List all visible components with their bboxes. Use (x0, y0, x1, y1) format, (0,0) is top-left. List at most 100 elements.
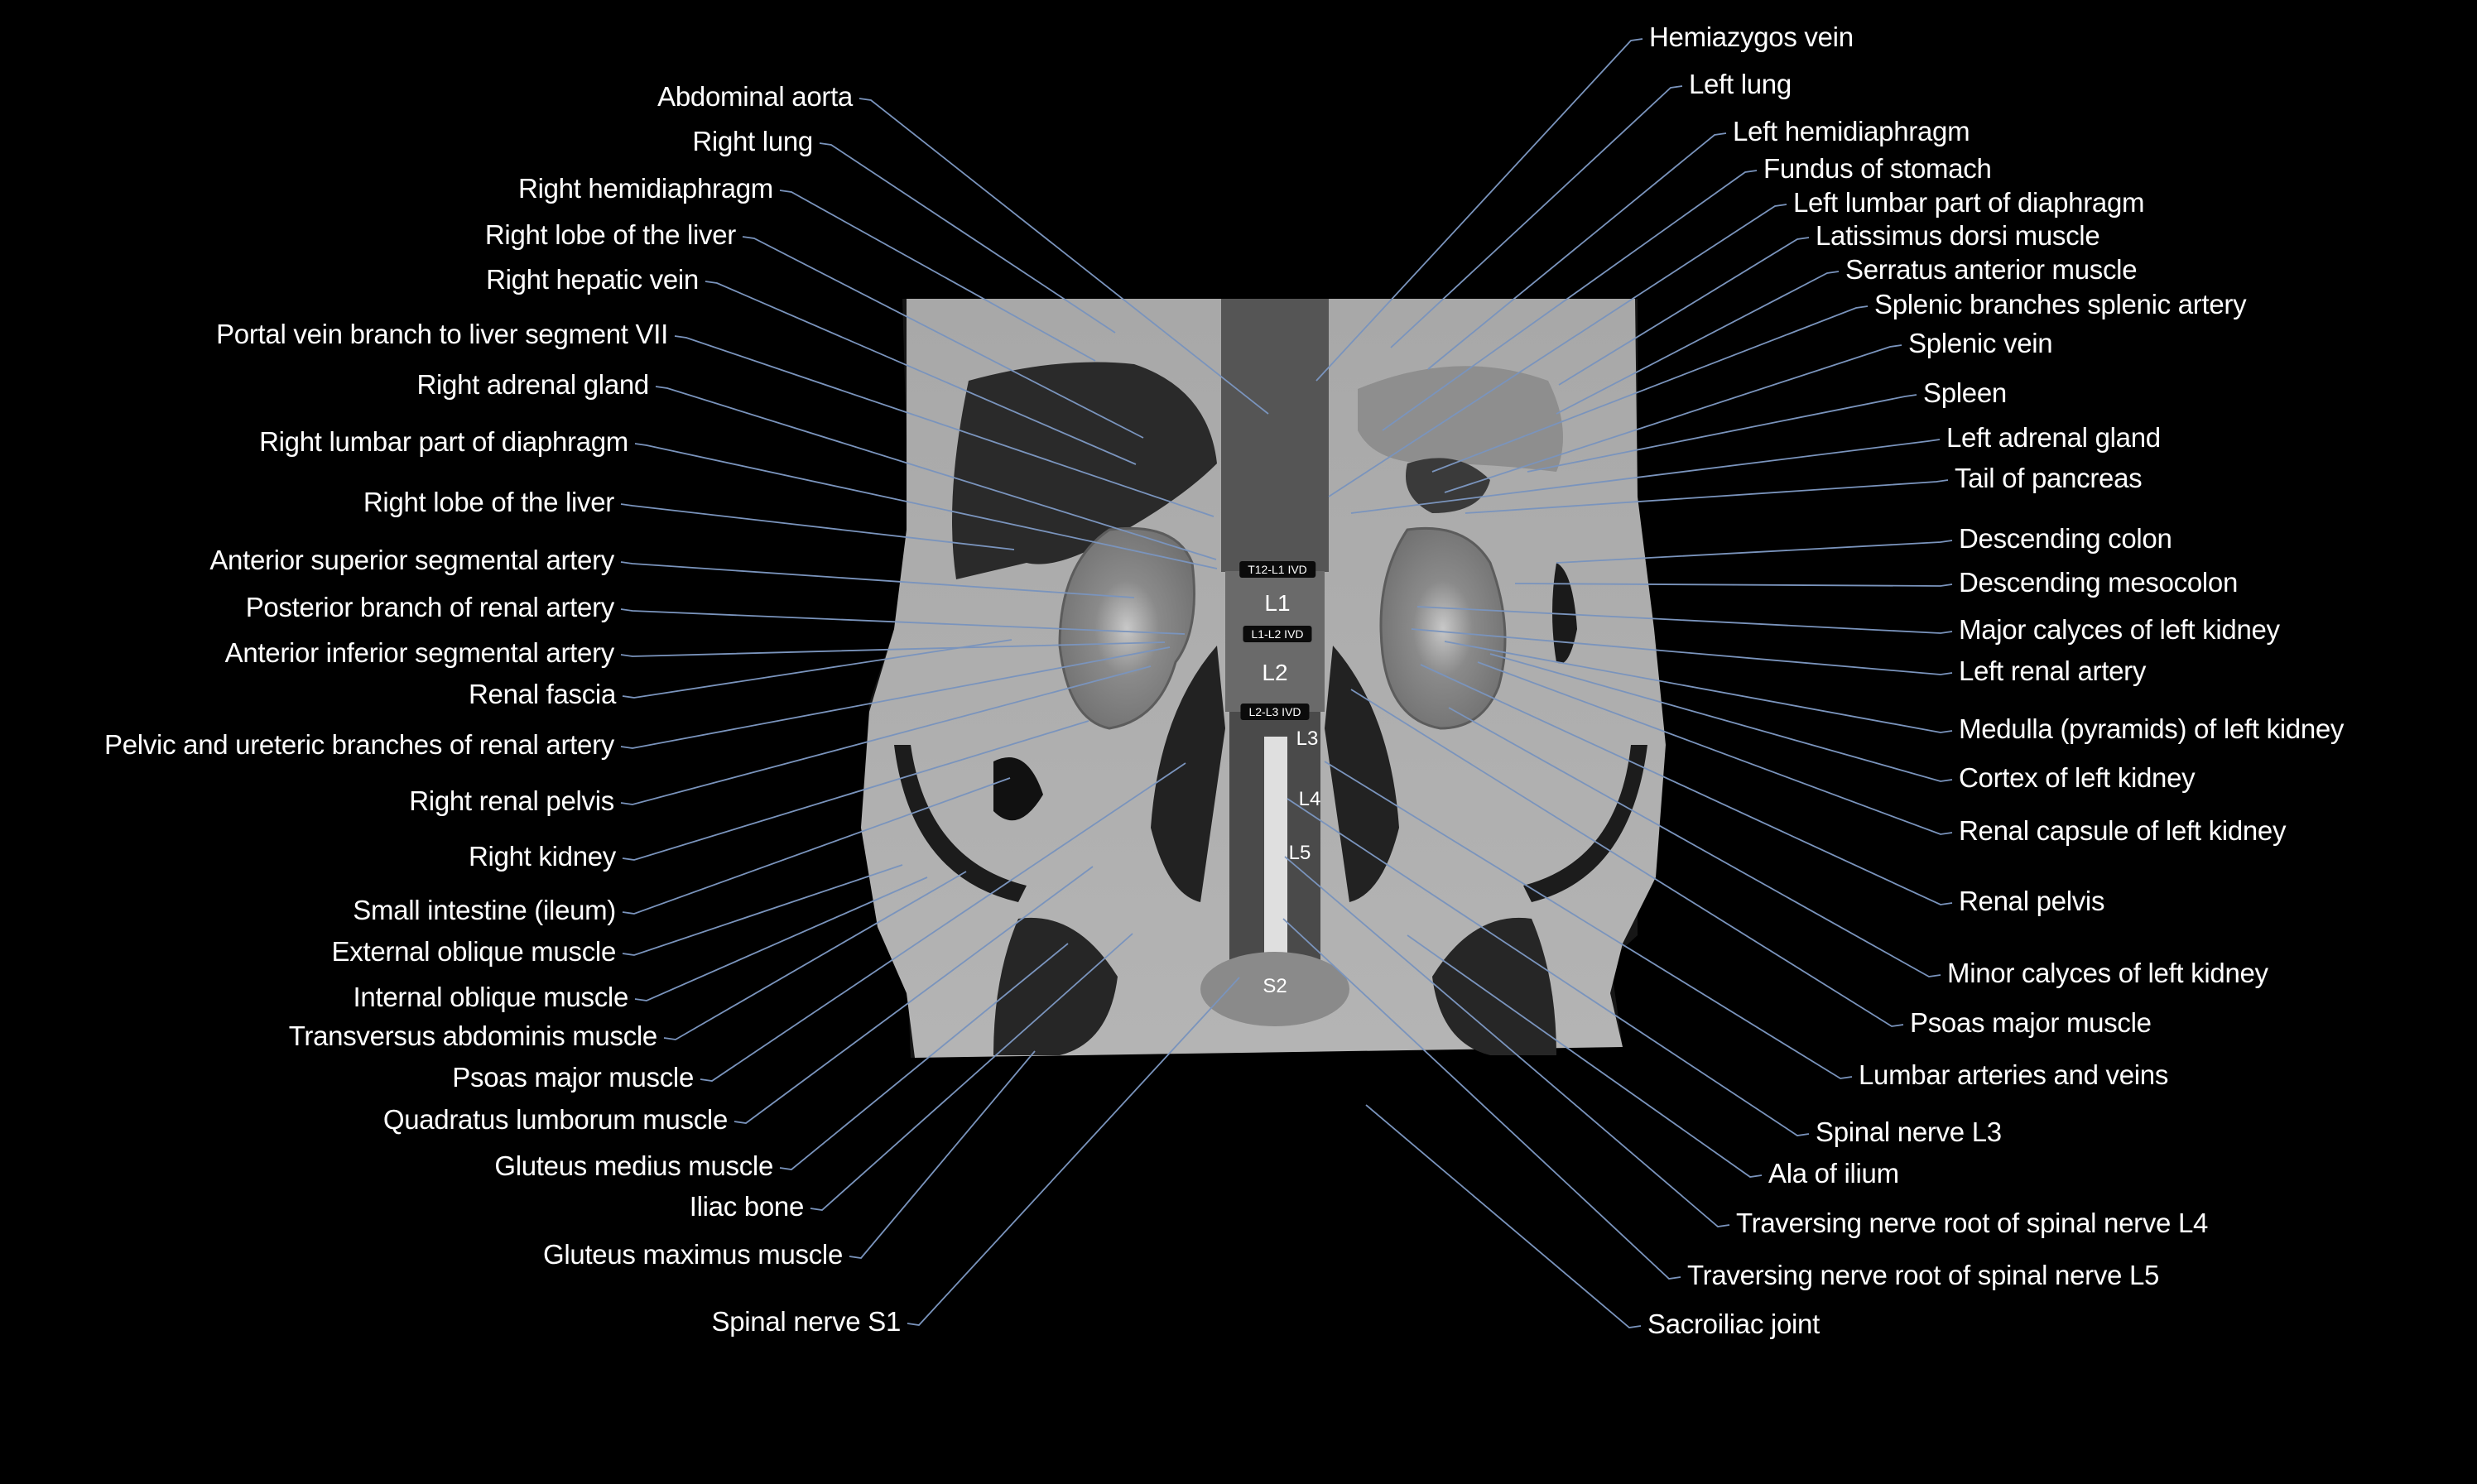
leader-line-right-lobe-of-the-liver (620, 503, 1015, 550)
label-anterior-superior-segmental-artery: Anterior superior segmental artery (209, 545, 614, 575)
label-right-lung: Right lung (692, 126, 813, 156)
label-right-lobe-of-the-liver: Right lobe of the liver (363, 487, 614, 517)
leader-line-psoas-major-muscle (700, 762, 1186, 1082)
label-small-intestine-ileum: Small intestine (ileum) (353, 895, 616, 925)
leader-line-traversing-nerve-root-of-spinal-nerve-l5 (1282, 918, 1681, 1280)
leader-line-right-kidney (622, 720, 1089, 861)
leader-line-sacroiliac-joint (1365, 1104, 1642, 1328)
leader-line-iliac-bone (810, 933, 1133, 1211)
leader-line-pelvic-and-ureteric-branches-of-renal-artery (620, 646, 1171, 749)
vertebra-label-l1: L1 (1264, 590, 1291, 616)
label-major-calyces-of-left-kidney: Major calyces of left kidney (1959, 614, 2280, 645)
leader-line-left-adrenal-gland (1350, 439, 1941, 514)
leader-line-splenic-branches-splenic-artery (1431, 305, 1869, 473)
label-psoas-major-muscle: Psoas major muscle (1910, 1007, 2152, 1038)
label-spleen: Spleen (1923, 377, 2007, 408)
leader-line-tail-of-pancreas (1465, 479, 1949, 514)
label-gluteus-medius-muscle: Gluteus medius muscle (494, 1150, 773, 1181)
label-right-renal-pelvis: Right renal pelvis (409, 785, 614, 816)
label-quadratus-lumborum-muscle: Quadratus lumborum muscle (382, 1104, 728, 1135)
leader-line-left-renal-artery (1411, 628, 1953, 675)
label-abdominal-aorta: Abdominal aorta (657, 81, 853, 112)
vertebra-label-l3: L3 (1296, 728, 1319, 750)
leader-line-descending-mesocolon (1514, 583, 1953, 587)
label-descending-colon: Descending colon (1959, 523, 2172, 554)
leader-line-splenic-vein (1444, 344, 1902, 493)
leader-line-small-intestine-ileum (622, 777, 1011, 915)
label-psoas-major-muscle: Psoas major muscle (452, 1062, 694, 1093)
leader-line-spinal-nerve-l3 (1287, 798, 1810, 1136)
label-external-oblique-muscle: External oblique muscle (331, 936, 617, 967)
label-spinal-nerve-l3: Spinal nerve L3 (1816, 1117, 2002, 1147)
leader-line-anterior-superior-segmental-artery (620, 561, 1135, 598)
label-left-hemidiaphragm: Left hemidiaphragm (1733, 116, 1970, 146)
label-cortex-of-left-kidney: Cortex of left kidney (1959, 762, 2196, 793)
label-minor-calyces-of-left-kidney: Minor calyces of left kidney (1947, 958, 2268, 988)
leader-line-abdominal-aorta (859, 98, 1269, 415)
leader-line-right-lung (819, 142, 1116, 334)
vertebra-label-l5: L5 (1288, 842, 1311, 864)
label-pelvic-and-ureteric-branches-of-renal-artery: Pelvic and ureteric branches of renal ar… (104, 729, 614, 760)
leader-line-renal-fascia (622, 639, 1012, 699)
leader-line-ala-of-ilium (1407, 934, 1763, 1178)
leader-line-renal-pelvis (1420, 664, 1953, 905)
label-right-lumbar-part-of-diaphragm: Right lumbar part of diaphragm (259, 426, 628, 457)
label-renal-pelvis: Renal pelvis (1959, 886, 2105, 916)
leader-line-right-adrenal-gland (655, 386, 1217, 560)
leader-line-left-hemidiaphragm (1427, 132, 1727, 370)
label-sacroiliac-joint: Sacroiliac joint (1647, 1309, 1820, 1339)
vertebra-label-s2: S2 (1263, 975, 1287, 997)
label-traversing-nerve-root-of-spinal-nerve-l4: Traversing nerve root of spinal nerve L4 (1736, 1208, 2209, 1238)
label-ala-of-ilium: Ala of ilium (1768, 1158, 1899, 1189)
leader-line-minor-calyces-of-left-kidney (1448, 707, 1941, 977)
leader-line-fundus-of-stomach (1382, 170, 1758, 431)
leader-line-traversing-nerve-root-of-spinal-nerve-l4 (1284, 856, 1730, 1227)
leader-line-psoas-major-muscle (1350, 689, 1904, 1027)
leader-line-descending-colon (1556, 540, 1953, 564)
label-traversing-nerve-root-of-spinal-nerve-l5: Traversing nerve root of spinal nerve L5 (1687, 1260, 2160, 1290)
label-renal-fascia: Renal fascia (469, 679, 616, 709)
label-right-hemidiaphragm: Right hemidiaphragm (518, 173, 773, 204)
label-anterior-inferior-segmental-artery: Anterior inferior segmental artery (224, 637, 615, 668)
leader-line-internal-oblique-muscle (634, 876, 928, 1001)
leader-line-major-calyces-of-left-kidney (1416, 606, 1953, 634)
leader-line-quadratus-lumborum-muscle (733, 866, 1094, 1124)
leader-line-external-oblique-muscle (622, 864, 903, 956)
vertebra-label-t12-l1-ivd: T12-L1 IVD (1239, 561, 1315, 578)
label-right-hepatic-vein: Right hepatic vein (486, 264, 699, 295)
leader-line-lumbar-arteries-and-veins (1324, 761, 1853, 1079)
label-medulla-pyramids-of-left-kidney: Medulla (pyramids) of left kidney (1959, 713, 2345, 744)
leader-line-medulla-pyramids-of-left-kidney (1444, 641, 1953, 733)
label-fundus-of-stomach: Fundus of stomach (1763, 153, 1992, 184)
leader-line-hemiazygos-vein (1315, 38, 1643, 382)
leader-line-right-lumbar-part-of-diaphragm (634, 443, 1218, 569)
leader-lines (620, 38, 1953, 1328)
label-right-lobe-of-the-liver: Right lobe of the liver (484, 219, 736, 250)
leader-line-left-lumbar-part-of-diaphragm (1328, 204, 1787, 497)
vertebra-label-l2-l3-ivd: L2-L3 IVD (1240, 704, 1310, 720)
label-gluteus-maximus-muscle: Gluteus maximus muscle (542, 1239, 843, 1270)
label-renal-capsule-of-left-kidney: Renal capsule of left kidney (1959, 815, 2287, 846)
leader-line-right-renal-pelvis (620, 665, 1152, 805)
label-left-renal-artery: Left renal artery (1959, 656, 2147, 686)
label-serratus-anterior-muscle: Serratus anterior muscle (1845, 254, 2138, 285)
label-descending-mesocolon: Descending mesocolon (1959, 567, 2239, 598)
leader-line-right-hemidiaphragm (779, 190, 1096, 362)
leader-line-serratus-anterior-muscle (1556, 271, 1840, 415)
label-internal-oblique-muscle: Internal oblique muscle (353, 982, 629, 1012)
label-iliac-bone: Iliac bone (689, 1191, 805, 1222)
label-left-lumbar-part-of-diaphragm: Left lumbar part of diaphragm (1793, 187, 2145, 218)
label-left-adrenal-gland: Left adrenal gland (1946, 422, 2161, 453)
label-splenic-vein: Splenic vein (1908, 328, 2053, 358)
leader-line-cortex-of-left-kidney (1489, 653, 1953, 782)
label-latissimus-dorsi-muscle: Latissimus dorsi muscle (1816, 220, 2100, 251)
label-hemiazygos-vein: Hemiazygos vein (1649, 22, 1854, 52)
leader-line-spleen (1527, 394, 1917, 473)
label-tail-of-pancreas: Tail of pancreas (1955, 463, 2143, 493)
label-right-kidney: Right kidney (469, 841, 616, 872)
leader-line-posterior-branch-of-renal-artery (620, 608, 1186, 635)
leader-line-spinal-nerve-s1 (907, 977, 1240, 1326)
vertebra-label-l1-l2-ivd: L1-L2 IVD (1243, 626, 1312, 642)
label-splenic-branches-splenic-artery: Splenic branches splenic artery (1874, 289, 2247, 319)
